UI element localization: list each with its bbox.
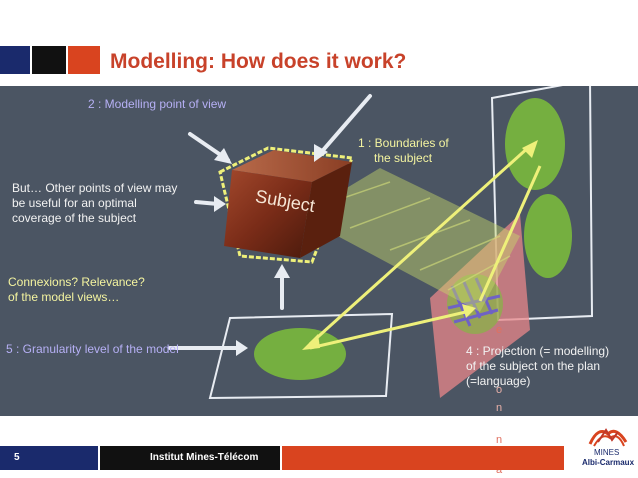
mines-logo-icon [588, 428, 628, 447]
header-block-red [68, 46, 100, 74]
yellow-projection-arrows [308, 144, 542, 350]
subject-block-side [300, 162, 352, 258]
right-green-ellipse-lower [524, 194, 572, 278]
label-boundaries-line2: the subject [374, 151, 433, 165]
footer-bar-black [100, 446, 280, 470]
header-block-navy [0, 46, 30, 74]
label-other-pov-line3: coverage of the subject [12, 211, 137, 225]
label-other-pov-line1: But… Other points of view may [12, 181, 178, 195]
vertical-letter: e [496, 324, 503, 336]
label-granularity: 5 : Granularity level of the model [6, 342, 179, 356]
label-boundaries-line1: 1 : Boundaries of [358, 136, 449, 150]
footer-bar-orange [282, 446, 564, 470]
bottom-green-ellipse [254, 328, 346, 380]
logo-text-line2: Albi-Carmaux [582, 458, 635, 467]
footer-institution: Institut Mines-Télécom [150, 452, 259, 463]
arrow-heads [302, 140, 538, 350]
modelling-diagram [168, 86, 594, 400]
white-arrow-heads [214, 144, 328, 356]
label-other-pov-line2: be useful for an optimal [12, 196, 137, 210]
label-modelling-point-of-view: 2 : Modelling point of view [88, 97, 227, 111]
subject-block-front [224, 170, 312, 258]
page-number: 5 [14, 452, 20, 463]
footer-bar-left [0, 446, 98, 470]
purple-hatch-marks [447, 277, 501, 327]
label-projection-line2: of the subject on the plan [466, 359, 601, 373]
label-projection-line1: 4 : Projection (= modelling) [466, 344, 610, 358]
bottom-projection-plane [208, 312, 394, 400]
chalkboard-illustration: 2 : Modelling point of view 1 : Boundari… [0, 86, 638, 416]
logo-text-line1: MINES [594, 448, 620, 457]
vertical-letter: a [496, 464, 503, 476]
vertical-letter: n [496, 434, 503, 446]
label-connexions-line1: Connexions? Relevance? [8, 275, 145, 289]
header-block-black [32, 46, 66, 74]
slide-title: Modelling: How does it work? [110, 50, 407, 73]
label-projection-line3: (=language) [466, 374, 531, 388]
subject-block-top [232, 150, 352, 182]
projection-beam [300, 168, 520, 312]
vertical-letter: o [496, 384, 503, 396]
label-connexions-line2: of the model views… [8, 290, 120, 304]
vertical-letter: n [496, 402, 503, 414]
